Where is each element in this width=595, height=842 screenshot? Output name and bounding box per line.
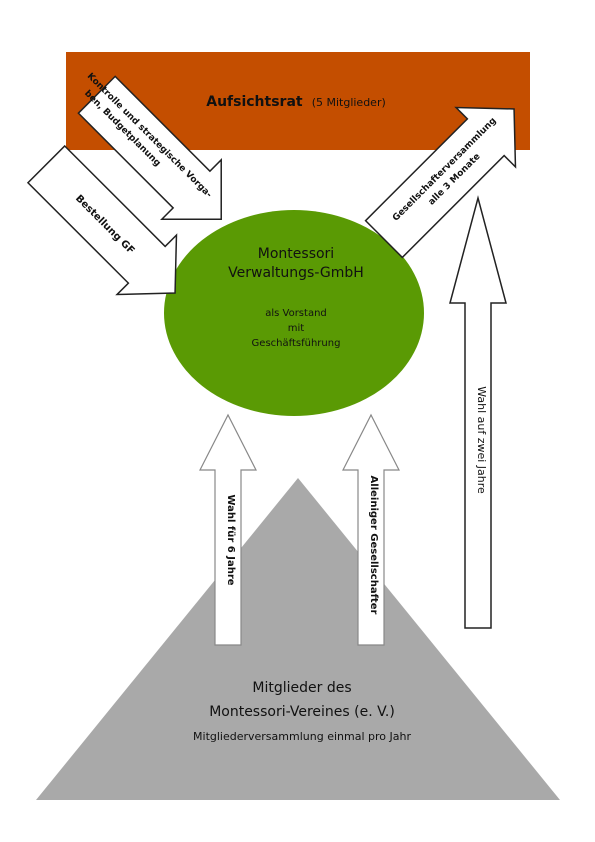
verein-line-1: Mitglieder des (252, 680, 351, 696)
gmbh-name-2: Verwaltungs-GmbH (228, 265, 364, 281)
elect-gmbh-arrow: Wahl für 6 Jahre (199, 413, 257, 646)
members-triangle (36, 478, 560, 800)
gmbh-role-3: Geschäftsführung (252, 338, 341, 349)
verein-line-3: Mitgliederversammlung einmal pro Jahr (193, 730, 411, 743)
elect-board-label: Wahl auf zwei Jahre (475, 386, 488, 494)
board-title: Aufsichtsrat (206, 94, 303, 110)
board-title-line: Aufsichtsrat (5 Mitglieder) (206, 91, 386, 110)
gmbh-name-1: Montessori (258, 246, 334, 262)
gmbh-role-2: mit (288, 323, 305, 334)
verein-line-2: Montessori-Vereines (e. V.) (209, 704, 395, 720)
elect-gmbh-label: Wahl für 6 Jahre (225, 494, 236, 585)
board-members: (5 Mitglieder) (312, 96, 386, 109)
shareholder-label: Alleiniger Gesellschafter (368, 476, 379, 615)
gmbh-role-1: als Vorstand (265, 308, 327, 319)
elect-board-arrow: Wahl auf zwei Jahre (449, 195, 507, 629)
gmbh-circle (164, 210, 424, 416)
shareholder-arrow: Alleiniger Gesellschafter (342, 413, 400, 646)
